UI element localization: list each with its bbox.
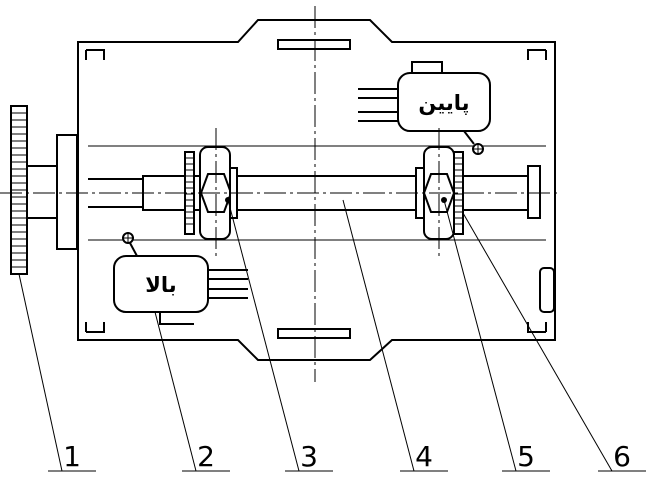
corner-brackets [85, 49, 547, 333]
upper-switch-label: پایین [418, 91, 469, 115]
leader-lines [18, 199, 613, 472]
callout-6: 6 [613, 440, 631, 473]
lower-switch-label: بالا [145, 273, 176, 297]
bottom-mount-slot [277, 328, 351, 339]
upper-limit-switch [358, 61, 491, 155]
top-mount-slot [277, 39, 351, 50]
callout-1: 1 [63, 440, 81, 473]
callout-5: 5 [517, 440, 535, 473]
centerlines [0, 6, 560, 382]
callout-2: 2 [197, 440, 215, 473]
housing-outline [77, 19, 556, 361]
handwheel-hub [26, 134, 78, 250]
guide-rails [88, 145, 546, 241]
lower-limit-switch [113, 232, 248, 325]
lead-screw [88, 165, 541, 219]
callout-4: 4 [415, 440, 433, 473]
side-lug [539, 267, 555, 313]
handwheel [10, 105, 28, 275]
callout-3: 3 [300, 440, 318, 473]
